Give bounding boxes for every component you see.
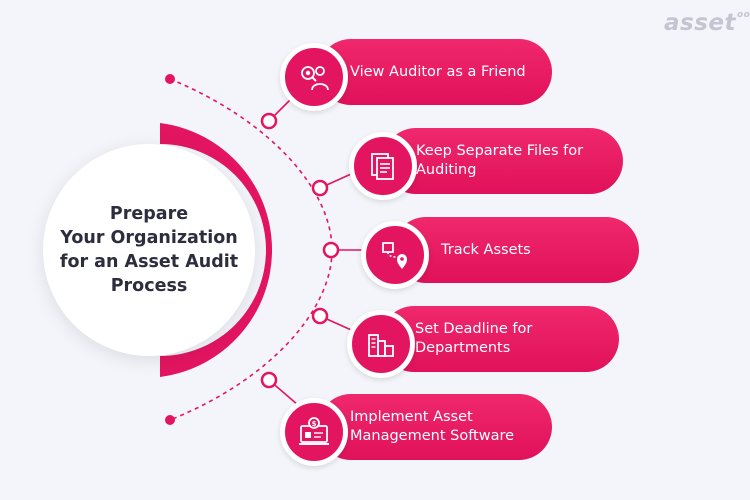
step-label-5: Implement Asset Management Software <box>350 409 515 444</box>
connector-node-5 <box>260 371 278 389</box>
step-label-3: Track Assets <box>441 241 531 258</box>
step-pill-5: Implement Asset Management Software <box>318 394 552 460</box>
step-pill-2: Keep Separate Files for Auditing <box>383 128 623 194</box>
brand-logo: assetoo <box>664 10 750 36</box>
center-title: Prepare Your Organization for an Asset A… <box>59 204 239 296</box>
step-icon-circle-1 <box>280 43 348 111</box>
connector-node-3 <box>322 241 340 259</box>
step-pill-3: Track Assets <box>393 217 639 283</box>
step-icon-circle-3 <box>361 221 429 289</box>
track-assets-icon <box>382 242 407 269</box>
software-icon: $ <box>299 417 329 445</box>
connector-node-1 <box>260 112 278 130</box>
step-label-4: Set Deadline for Departments <box>415 321 533 356</box>
arc-end-dot-top <box>165 74 175 84</box>
connector-node-2 <box>311 179 329 197</box>
auditor-friend-icon <box>301 66 329 91</box>
step-label-2: Keep Separate Files for Auditing <box>416 143 584 178</box>
logo-suffix: oo <box>737 10 750 21</box>
step-pill-4: Set Deadline for Departments <box>381 306 619 372</box>
connector-node-4 <box>311 307 329 325</box>
dashed-arc <box>169 78 333 421</box>
center-circle: Prepare Your Organization for an Asset A… <box>43 144 255 356</box>
step-icon-circle-2 <box>349 132 417 200</box>
arc-end-dot-bottom <box>165 415 175 425</box>
svg-text:$: $ <box>312 420 317 428</box>
deadline-icon <box>368 334 394 357</box>
logo-text: asset <box>664 10 736 36</box>
step-icon-circle-4 <box>347 310 415 378</box>
step-label-1: View Auditor as a Friend <box>350 63 526 80</box>
step-icon-circle-5: $ <box>280 398 348 466</box>
step-pill-1: View Auditor as a Friend <box>318 39 552 105</box>
files-icon <box>371 153 394 180</box>
